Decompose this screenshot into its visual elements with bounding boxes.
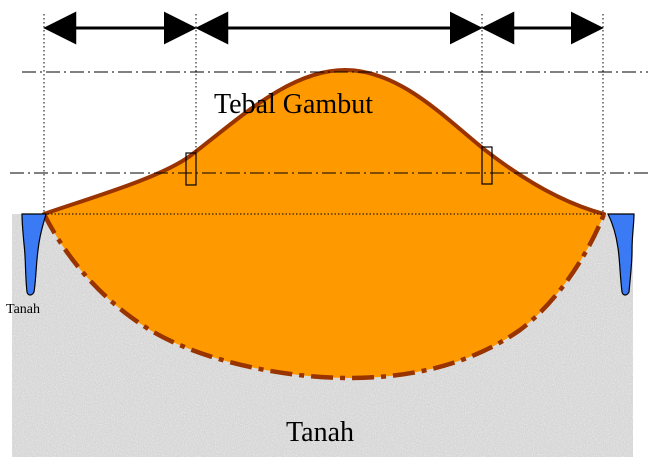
peat-surface-outline (42, 67, 606, 216)
peat-base-outline (41, 212, 607, 381)
well-marker-left (185, 152, 197, 186)
peat-thickness-label: Tebal Gambut (214, 89, 373, 120)
soil-label-bottom: Tanah (286, 417, 355, 448)
well-marker-right (481, 146, 493, 185)
peat-dome (44, 70, 604, 378)
soil-label-left: Tanah (6, 302, 41, 317)
canal-right-water (607, 213, 635, 296)
canal-left-water (21, 213, 47, 296)
